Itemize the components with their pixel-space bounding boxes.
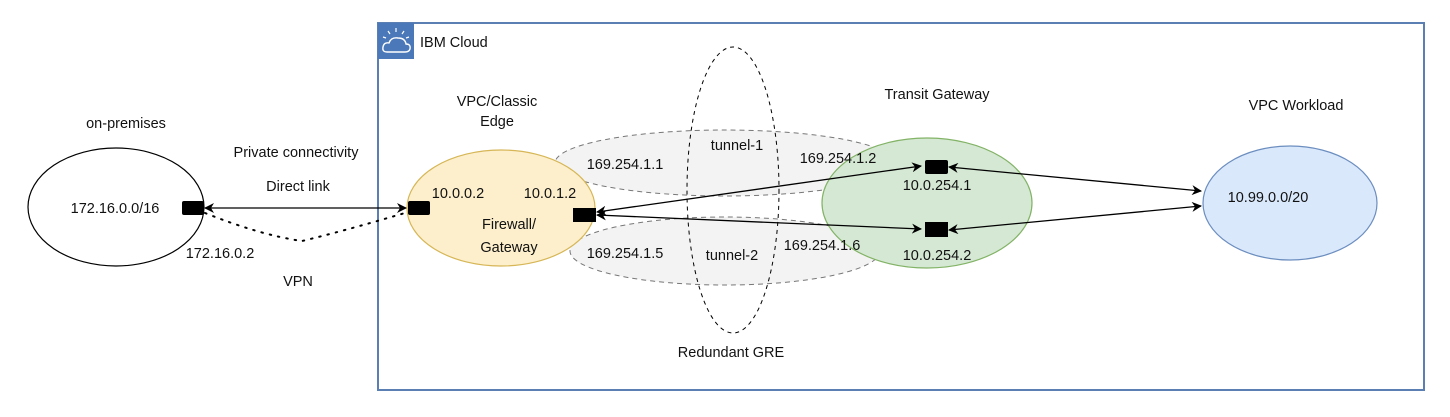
edge-left-endpoint[interactable] — [408, 201, 430, 215]
tunnel-2-name: tunnel-2 — [706, 248, 758, 264]
ibm-cloud-title: IBM Cloud — [420, 35, 488, 51]
transit-gateway-title: Transit Gateway — [884, 87, 990, 103]
on-premises-label: on-premises — [86, 116, 166, 132]
tunnel-1-name: tunnel-1 — [711, 138, 763, 154]
edge-left-ip: 10.0.0.2 — [432, 186, 484, 202]
transit-gateway-endpoint-2[interactable] — [925, 222, 948, 237]
tunnel-2-local-ip: 169.254.1.5 — [587, 246, 664, 262]
on-premises-endpoint[interactable] — [182, 201, 204, 215]
edge-role-line1: Firewall/ — [482, 217, 537, 233]
tunnel-2-remote-ip: 169.254.1.6 — [784, 238, 861, 254]
vpc-workload-title: VPC Workload — [1249, 98, 1344, 114]
on-premises-endpoint-ip: 172.16.0.2 — [186, 246, 255, 262]
transit-gateway-ip-2: 10.0.254.2 — [903, 248, 972, 264]
tunnel-1-remote-ip: 169.254.1.2 — [800, 151, 877, 167]
ibm-cloud-icon — [378, 23, 414, 59]
tunnel-1-local-ip: 169.254.1.1 — [587, 157, 664, 173]
edge-right-ip: 10.0.1.2 — [524, 186, 576, 202]
transit-gateway-ip-1: 10.0.254.1 — [903, 178, 972, 194]
on-premises-cidr: 172.16.0.0/16 — [71, 201, 160, 217]
vpn-label: VPN — [283, 274, 313, 290]
edge-title-line2: Edge — [480, 114, 514, 130]
private-connectivity-heading: Private connectivity — [234, 145, 360, 161]
edge-right-endpoint[interactable] — [573, 208, 596, 222]
edge-role-line2: Gateway — [480, 240, 538, 256]
edge-title-line1: VPC/Classic — [457, 94, 538, 110]
tunnel-1-connection[interactable] — [596, 162, 922, 216]
vpn-connection[interactable] — [204, 212, 406, 243]
tgw-vpc-connection-1[interactable] — [948, 162, 1202, 196]
direct-link-label: Direct link — [266, 179, 330, 195]
tgw-vpc-connection-2[interactable] — [948, 201, 1202, 235]
tunnel-2-connection[interactable] — [596, 210, 922, 234]
vpc-workload-node[interactable] — [1202, 145, 1378, 261]
redundant-gre-label: Redundant GRE — [678, 345, 785, 361]
vpc-workload-cidr: 10.99.0.0/20 — [1228, 190, 1309, 206]
transit-gateway-endpoint-1[interactable] — [925, 160, 948, 174]
